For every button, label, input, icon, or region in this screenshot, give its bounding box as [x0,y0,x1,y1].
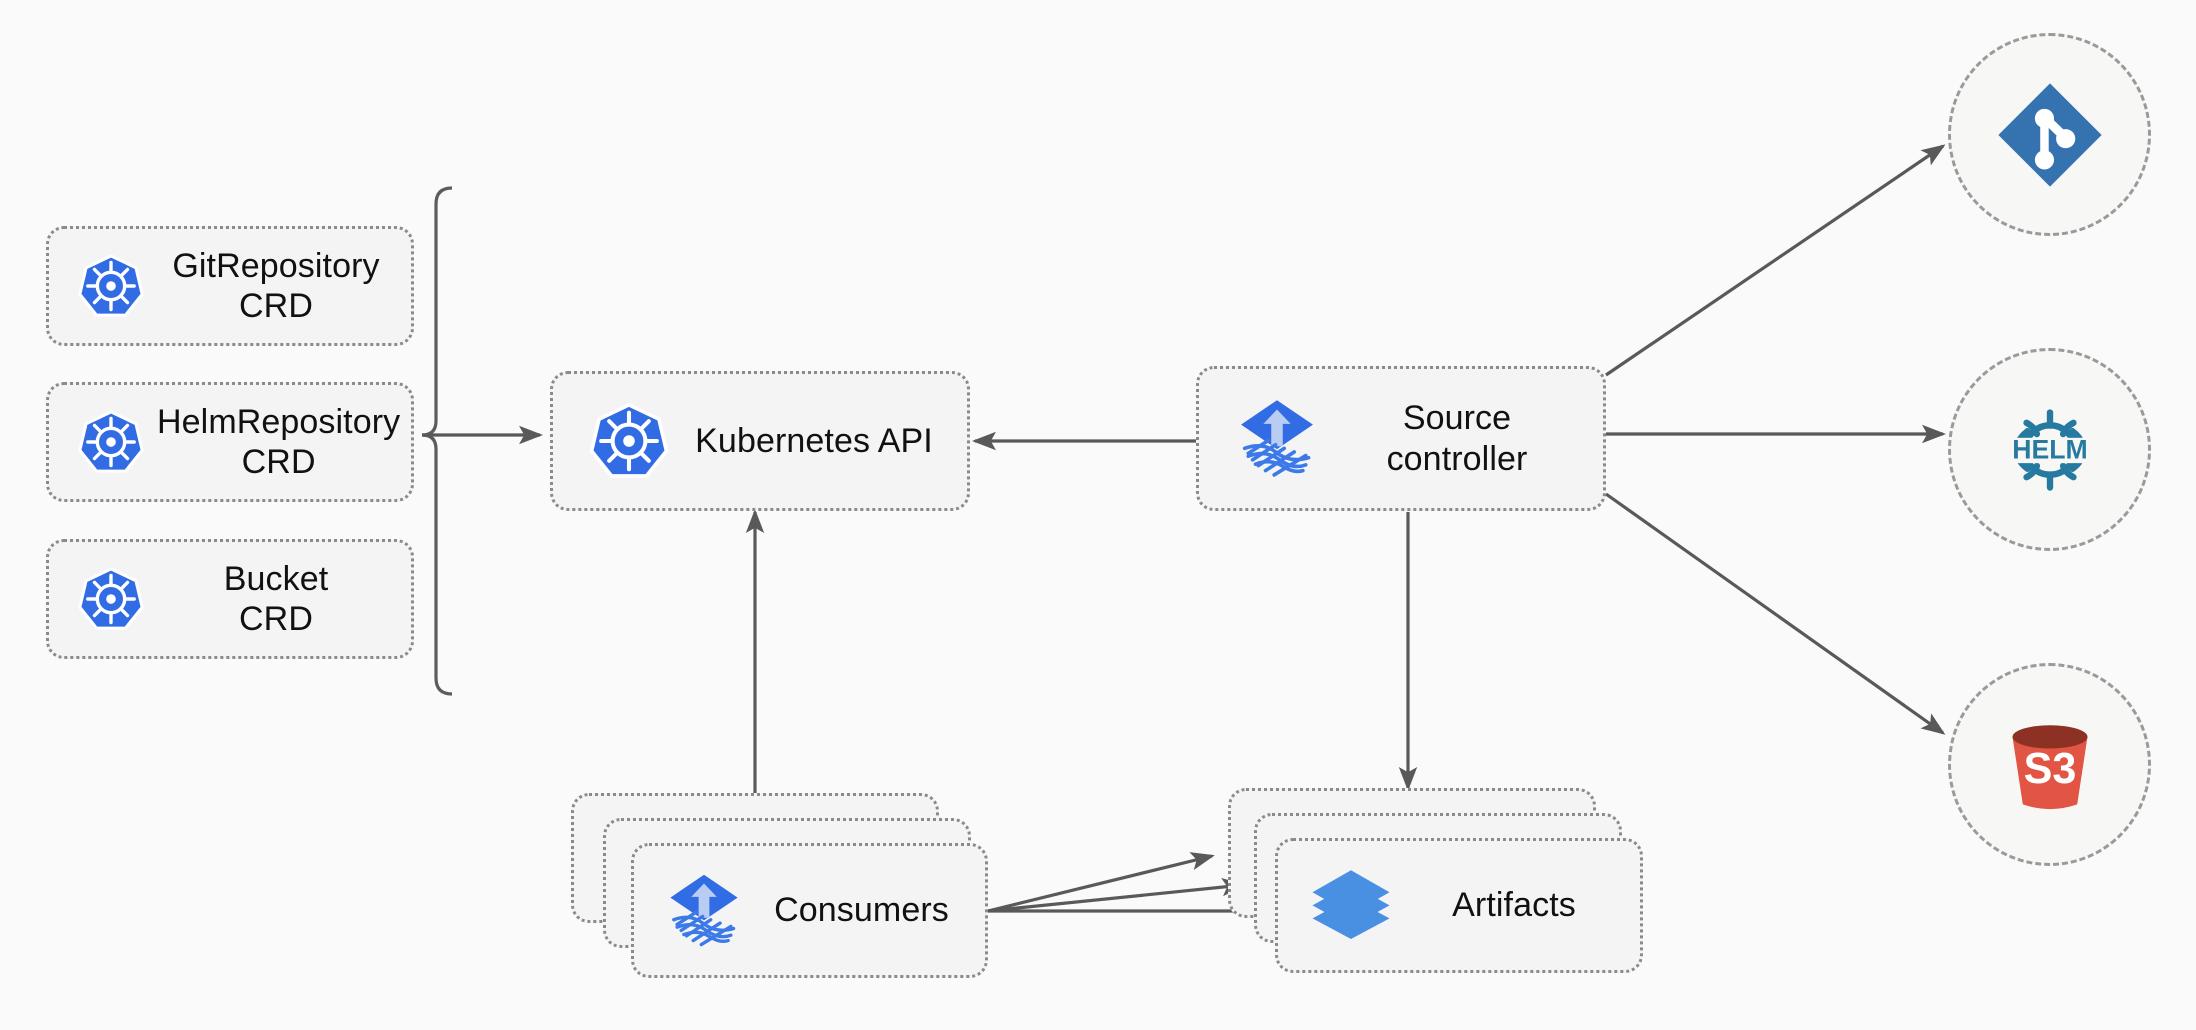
source-circle-git[interactable] [1948,33,2151,236]
consumers-label: Consumers [774,891,949,930]
crd-label: GitRepository CRD [172,246,380,325]
source-controller-node[interactable]: Source controller [1196,366,1606,511]
crd-box-helmrepository[interactable]: HelmRepository CRD [46,382,414,502]
kubernetes-api-label: Kubernetes API [695,421,933,460]
edge-consumers-to-artifacts-2 [987,877,1246,913]
crd-bracket [421,186,453,696]
crd-label: HelmRepository CRD [157,402,401,481]
artifacts-label: Artifacts [1452,886,1576,925]
layers-icon [1296,862,1406,950]
s3-icon: S3 [2012,724,2087,809]
kubernetes-api-node[interactable]: Kubernetes API [550,371,970,511]
kubernetes-icon [65,251,157,321]
source-circle-helm[interactable]: HELM [1948,348,2151,551]
artifacts-node[interactable]: Artifacts [1275,838,1643,973]
crd-box-bucket[interactable]: Bucket CRD [46,539,414,659]
kubernetes-icon [575,399,683,483]
git-icon [1997,82,2102,187]
kubernetes-icon [65,407,157,477]
source-circle-s3[interactable]: S3 [1948,663,2151,866]
edge-source-to-git [1605,144,1946,377]
kubernetes-icon [65,564,157,634]
helm-icon: HELM [2006,408,2093,491]
source-controller-label: Source controller [1386,399,1528,478]
flux-icon [652,868,756,954]
crd-box-gitrepository[interactable]: GitRepository CRD [46,226,414,346]
s3-label: S3 [2023,744,2076,792]
flux-icon [1221,393,1333,485]
edge-source-to-s3 [1605,492,1946,735]
helm-label: HELM [2012,434,2087,464]
edge-consumers-to-artifacts-1 [987,852,1215,913]
consumers-node[interactable]: Consumers [631,843,988,978]
crd-label: Bucket CRD [223,559,329,638]
